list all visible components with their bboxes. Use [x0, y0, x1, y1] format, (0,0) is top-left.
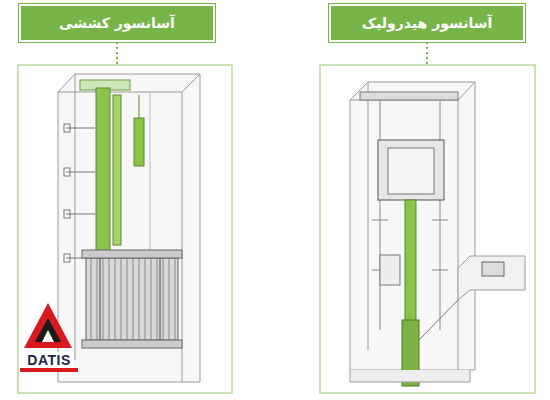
logo-mark	[20, 303, 78, 372]
header-box: آسانسور کششی	[19, 4, 215, 42]
hydraulic-elevator	[350, 82, 525, 386]
header-box: آسانسور هیدرولیک	[329, 4, 525, 42]
header-text: آسانسور هیدرولیک	[362, 15, 493, 31]
traction-elevator	[58, 74, 200, 382]
panel-frame	[18, 65, 232, 393]
panel-frame	[320, 65, 535, 393]
header-text: آسانسور کششی	[59, 15, 175, 31]
logo-text: DATIS	[25, 352, 72, 368]
dotted-leader	[426, 42, 428, 64]
dotted-leader	[116, 42, 118, 64]
